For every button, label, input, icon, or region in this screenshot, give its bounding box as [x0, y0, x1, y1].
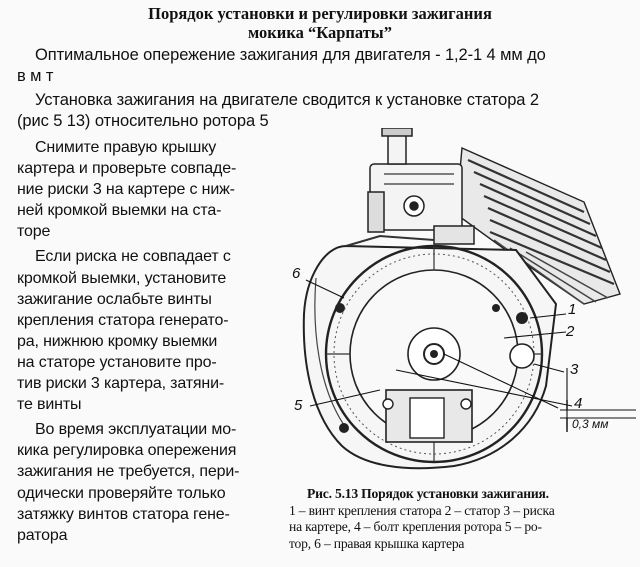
column-line: ра, нижнюю кромку выемки: [17, 332, 218, 350]
paragraph-line: Оптимальное опережение зажигания для дви…: [35, 46, 546, 64]
column-line: картера и проверьте совпаде-: [17, 160, 237, 178]
figure-labels: 6 1 2 3 4 5 0,3 мм: [292, 265, 608, 431]
stator-rotor-assembly: [324, 244, 544, 464]
column-line: Во время эксплуатации мо-: [35, 421, 237, 439]
column-line: ние риски 3 на картере с ниж-: [17, 181, 235, 199]
column-line: кромкой выемки, установите: [17, 269, 227, 287]
column-line: затяжку винтов статора гене-: [17, 505, 230, 523]
caption-line: 1 – винт крепления статора 2 – статор 3 …: [289, 502, 555, 518]
caption-line: на картере, 4 – болт крепления ротора 5 …: [289, 519, 542, 534]
paragraph-line: Установка зажигания на двигателе сводитс…: [35, 91, 539, 109]
paragraph-line: (рис 5 13) относительно ротора 5: [17, 112, 269, 130]
column-line: Снимите правую крышку: [35, 139, 217, 156]
label-5: 5: [294, 397, 303, 414]
instruction-remove-cover: Снимите правую крышку картера и проверьт…: [17, 137, 279, 242]
column-line: крепления статора генерато-: [17, 311, 229, 329]
label-6: 6: [292, 265, 301, 282]
paragraph-line: в м т: [17, 67, 54, 85]
column-line: тив риски 3 картера, затяни-: [17, 375, 225, 393]
carburetor: [367, 128, 475, 245]
title-line-1: Порядок установки и регулировки зажигани…: [148, 4, 492, 23]
column-line: на статоре установите про-: [17, 353, 217, 371]
column-line: торе: [17, 223, 51, 241]
caption-title: Рис. 5.13 Порядок установки зажигания.: [307, 486, 549, 501]
title-line-2: мокика “Карпаты”: [248, 23, 392, 42]
column-line: одически проверяйте только: [17, 484, 226, 502]
label-2: 2: [565, 323, 575, 340]
column-line: ратора: [17, 526, 68, 544]
instruction-maintenance: Во время эксплуатации мо- кика регулиров…: [17, 419, 279, 546]
column-line: зажигание ослабьте винты: [17, 290, 212, 308]
instructions-column: Снимите правую крышку картера и проверьт…: [17, 137, 279, 546]
column-line: кика регулировка опережения: [17, 442, 237, 460]
caption-line: тор, 6 – правая крышка картера: [289, 535, 465, 551]
engine-ignition-figure: 6 1 2 3 4 5 0,3 мм: [292, 128, 636, 470]
instruction-adjust: Если риска не совпадает с кромкой выемки…: [17, 246, 279, 415]
label-4: 4: [574, 395, 582, 412]
paragraph-installation: Установка зажигания на двигателе сводитс…: [17, 90, 629, 132]
figure-caption: Рис. 5.13 Порядок установки зажигания. 1…: [289, 486, 635, 552]
column-line: те винты: [17, 396, 82, 414]
label-3: 3: [570, 361, 579, 378]
document-title: Порядок установки и регулировки зажигани…: [0, 4, 640, 42]
paragraph-optimal-advance: Оптимальное опережение зажигания для дви…: [17, 45, 629, 87]
column-line: Если риска не совпадает с: [35, 248, 231, 266]
column-line: зажигания не требуется, пери-: [17, 463, 240, 481]
dimension-label: 0,3 мм: [572, 417, 608, 431]
leader-lines: [305, 279, 636, 432]
column-line: ней кромкой выемки на ста-: [17, 202, 222, 220]
label-1: 1: [568, 301, 576, 318]
